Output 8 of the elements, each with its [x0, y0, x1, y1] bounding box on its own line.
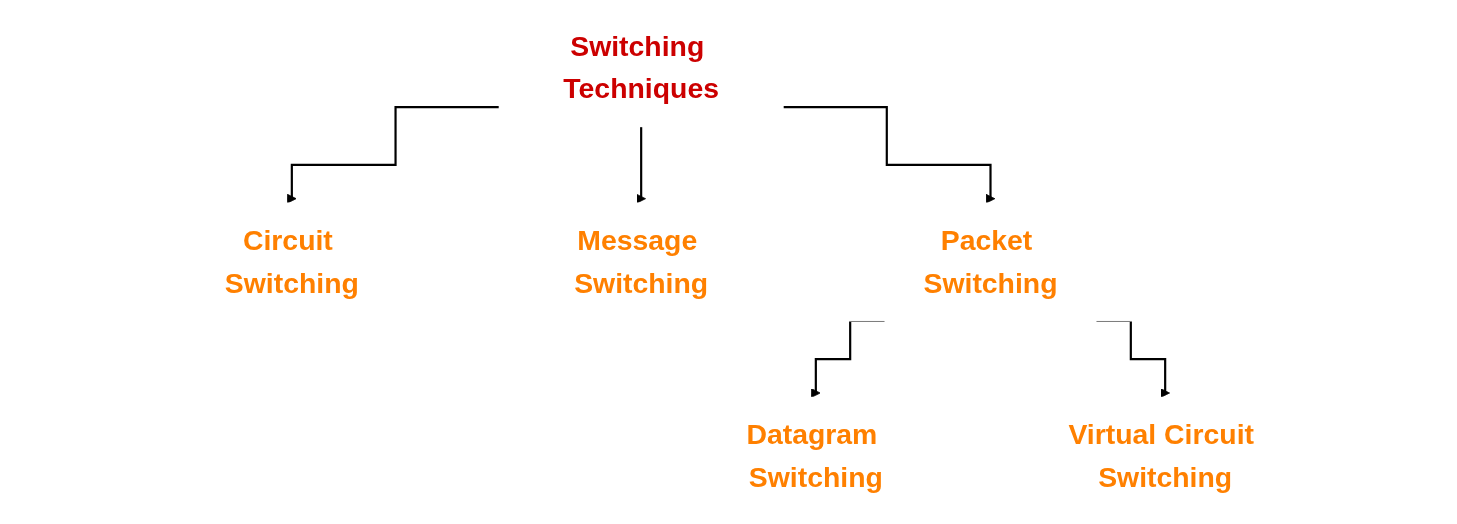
arrow — [287, 106, 500, 204]
node-text: Switching Techniques — [563, 29, 719, 105]
node-text: Circuit Switching — [224, 223, 359, 300]
arrow — [783, 106, 996, 204]
node-text: Virtual Circuit Switching — [1068, 418, 1255, 494]
node-text: Datagram Switching — [746, 418, 883, 494]
node-text: Message Switching — [574, 223, 709, 300]
arrow — [636, 125, 646, 204]
